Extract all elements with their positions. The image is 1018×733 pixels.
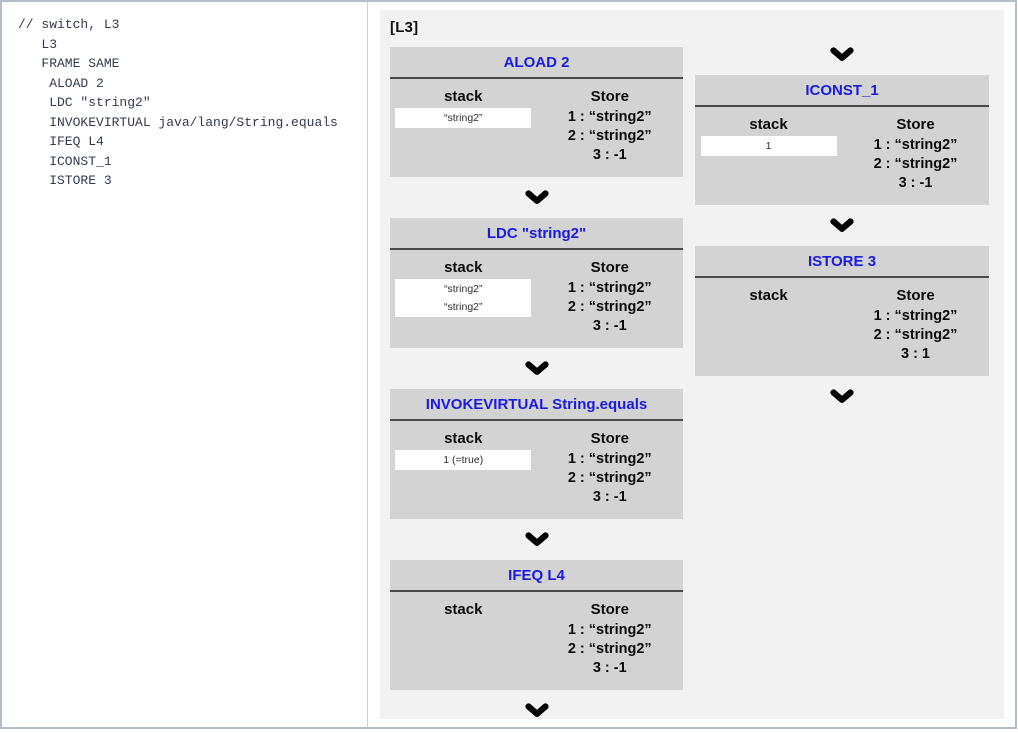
store-entry: 2 : “string2” [567,128,652,144]
arrow-down-icon [829,218,855,233]
store-entry: 2 : “string2” [567,299,652,315]
instruction-title: INVOKEVIRTUAL String.equals [390,389,683,421]
store-section: Store 1 : “string2” 2 : “string2” 3 : -1 [537,88,684,165]
stack-box: “string2” “string2” [395,279,532,317]
stack-section: stack 1 (=true) [390,430,537,507]
store-entry: 1 : “string2” [567,280,652,296]
store-entry: 2 : “string2” [567,641,652,657]
arrow-down-icon [524,703,550,718]
store-section: Store 1 : “string2” 2 : “string2” 3 : 1 [842,287,989,364]
instruction-title: ALOAD 2 [390,47,683,79]
store-entry: 2 : “string2” [567,470,652,486]
stack-box: “string2” [395,108,532,128]
store-header: Store [590,601,629,618]
stack-section: stack [390,601,537,678]
instruction-box-body: stack 1 (=true) Store 1 : “string2” 2 : “str… [390,421,683,507]
instruction-box: INVOKEVIRTUAL String.equals stack 1 (=true… [390,389,683,519]
store-entry: 2 : “string2” [873,156,958,172]
store-entry: 3 : -1 [592,318,627,334]
store-header: Store [590,430,629,447]
store-entry: 1 : “string2” [873,137,958,153]
stack-header: stack [749,287,788,304]
store-entry: 3 : -1 [592,660,627,676]
arrow-down-icon [524,361,550,376]
instruction-title: ISTORE 3 [695,246,989,278]
store-header: Store [590,259,629,276]
store-entry: 3 : 1 [900,346,930,362]
stack-box: 1 [700,136,837,156]
store-section: Store 1 : “string2” 2 : “string2” 3 : -1 [537,259,684,336]
store-header: Store [590,88,629,105]
stack-entry: “string2” [443,283,483,295]
instruction-box-body: stack 1 Store 1 : “string2” 2 : “string2” 3 :… [695,107,989,193]
arrow-down-icon [524,532,550,547]
stack-header: stack [444,430,483,447]
code-line: LDC "string2" [18,95,151,110]
code-block: // switch, L3 L3 FRAME SAME ALOAD 2 LDC … [18,15,367,191]
code-line: ISTORE 3 [18,173,112,188]
stack-entry: “string2” [443,301,483,313]
instruction-box: ALOAD 2 stack “string2” Store 1 : “string2” 2… [390,47,683,177]
code-line: // switch, L3 [18,17,120,32]
instruction-box-body: stack Store 1 : “string2” 2 : “string2” 3 : … [390,592,683,678]
store-entry: 3 : -1 [898,175,933,191]
store-entry: 1 : “string2” [873,308,958,324]
stack-entry: “string2” [443,112,483,124]
stack-section: stack 1 [695,116,842,193]
store-section: Store 1 : “string2” 2 : “string2” 3 : -1 [537,601,684,678]
store-section: Store 1 : “string2” 2 : “string2” 3 : -1 [537,430,684,507]
code-line: ICONST_1 [18,153,112,169]
stack-header: stack [444,601,483,618]
store-entry: 3 : -1 [592,147,627,163]
arrow-down-icon [829,389,855,404]
stack-header: stack [749,116,788,133]
store-entry: 2 : “string2” [873,327,958,343]
stack-section: stack “string2” “string2” [390,259,537,336]
code-line: ALOAD 2 [18,75,104,91]
instruction-box-body: stack Store 1 : “string2” 2 : “string2” 3 : … [695,278,989,364]
instruction-box-body: stack “string2” “string2” Store 1 : “string2… [390,250,683,336]
stack-header: stack [444,259,483,276]
instruction-title: LDC "string2" [390,218,683,250]
stack-entry: 1 (=true) [443,454,484,466]
left-flow-column: ALOAD 2 stack “string2” Store 1 : “string2” 2… [390,47,683,727]
store-entry: 1 : “string2” [567,451,652,467]
instruction-box-body: stack “string2” Store 1 : “string2” 2 : “str… [390,79,683,165]
store-entry: 1 : “string2” [567,622,652,638]
stack-box: 1 (=true) [395,450,532,470]
store-header: Store [896,116,935,133]
diagram-label: [L3] [390,19,419,36]
instruction-box: IFEQ L4 stack Store 1 : “string2” 2 : “strin… [390,560,683,690]
diagram-canvas: [L3] ALOAD 2 stack “string2” Store 1 : “stri… [380,10,1004,719]
store-entry: 3 : -1 [592,489,627,505]
code-panel: // switch, L3 L3 FRAME SAME ALOAD 2 LDC … [2,2,368,727]
code-line: L3 [18,36,58,52]
stack-header: stack [444,88,483,105]
code-line: FRAME SAME [18,56,120,71]
arrow-down-icon [829,47,855,62]
instruction-title: ICONST_1 [695,75,989,107]
stack-section: stack [695,287,842,364]
store-header: Store [896,287,935,304]
code-line: IFEQ L4 [18,134,104,149]
instruction-box: ISTORE 3 stack Store 1 : “string2” 2 : “stri… [695,246,989,376]
store-section: Store 1 : “string2” 2 : “string2” 3 : -1 [842,116,989,193]
instruction-title: IFEQ L4 [390,560,683,592]
stack-entry: 1 [765,140,772,152]
diagram-panel: [L3] ALOAD 2 stack “string2” Store 1 : “stri… [368,2,1015,727]
stack-section: stack “string2” [390,88,537,165]
store-entry: 1 : “string2” [567,109,652,125]
instruction-box: LDC "string2" stack “string2” “string2” Stor… [390,218,683,348]
arrow-down-icon [524,190,550,205]
code-line: INVOKEVIRTUAL java/lang/String.equals [18,114,338,130]
